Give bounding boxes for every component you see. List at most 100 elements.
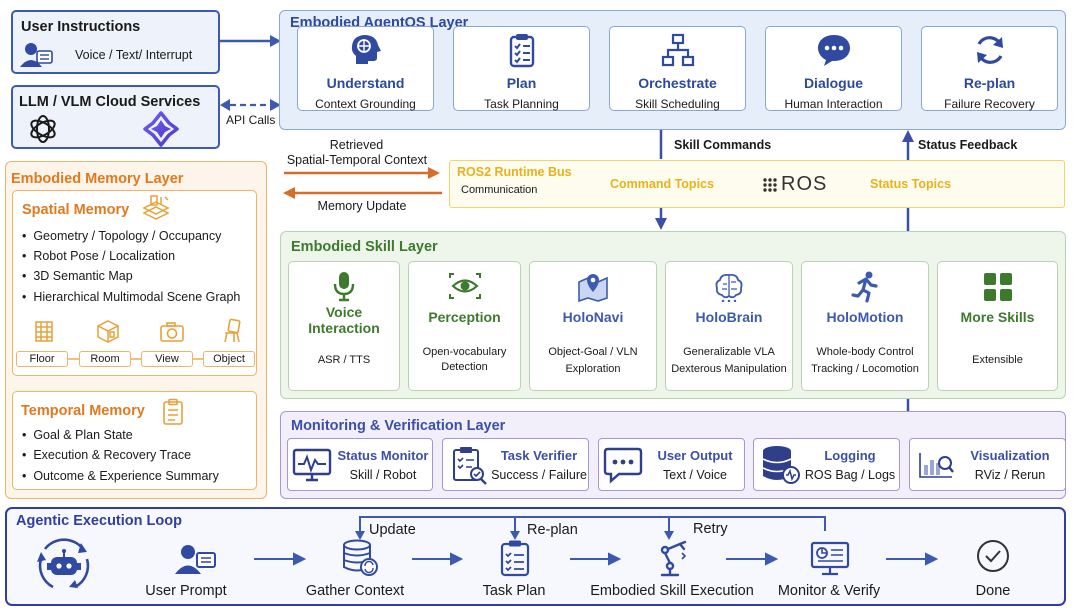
skill-card-sub-line2: Exploration [565,363,621,375]
user-instructions-box: User Instructions Voice / Text/ Interrup… [11,10,220,74]
monitor-pulse-icon [292,448,332,482]
update-label: Update [369,522,416,538]
user-card-icon [20,43,53,67]
monitor-card-visualization: Visualization RViz / Rerun [909,438,1066,491]
spatial-memory-title: Spatial Memory [22,202,130,218]
level-pill-view: View [141,351,193,367]
ros-title: ROS2 Runtime Bus [457,165,572,179]
loop-feedback-arrows [355,516,826,540]
chart-magnify-icon [919,453,954,478]
temporal-item: • Execution & Recovery Trace [22,448,192,462]
level-pill-object: Object [203,351,255,367]
skill-commands-label: Skill Commands [674,138,772,152]
api-calls-label: API Calls [226,113,276,127]
monitor-card-logging: Logging ROS Bag / Logs [753,438,900,491]
skill-card-sub: Whole-body Control [816,346,914,358]
loop-step-user-prompt: User Prompt [145,583,227,599]
eye-target-icon [448,273,481,299]
database-sync-icon [343,539,378,576]
skill-card-sub-line2: Dexterous Manipulation [671,363,787,375]
status-topics-label: Status Topics [870,177,952,191]
monitor-card-sub: Success / Failure [491,468,587,482]
ros-logo-text: ROS [781,173,828,195]
card-sub: Context Grounding [315,97,416,111]
level-pill-floor: Floor [16,351,68,367]
speech-bubble-icon [603,447,643,484]
card-title: Orchestrate [638,75,717,91]
card-title: Dialogue [803,75,864,91]
openai-logo-icon [30,115,56,143]
microphone-icon [333,272,355,302]
spatial-memory-box: Spatial Memory • Geometry / Topology / O… [12,190,257,376]
brain-circuit-icon [715,273,743,302]
card-title: Understand [326,75,405,91]
skill-card-title: HoloMotion [826,309,904,325]
card-sub: Skill Scheduling [635,97,720,111]
monitor-card-title: Task Verifier [500,448,578,463]
skill-card-title: HoloNavi [562,309,624,325]
skill-card-holomotion: HoloMotion Whole-body Control Tracking /… [801,261,929,391]
retrieved-label-line1: Retrieved [329,138,384,152]
level-connectors [68,358,203,360]
ros2-runtime-bus: ROS2 Runtime Bus Communication Command T… [449,160,1065,208]
user-prompt-icon [175,545,216,574]
command-topics-label: Command Topics [610,177,714,191]
status-feedback-label: Status Feedback [918,138,1018,152]
monitor-card-title: Visualization [970,448,1050,463]
robot-cycle-icon [37,538,90,589]
monitor-card-sub: RViz / Rerun [974,468,1046,482]
skill-card-sub: Generalizable VLA [683,346,775,358]
done-check-icon [977,540,1009,572]
skill-card-sub: ASR / TTS [317,354,371,366]
agentos-card-plan: Plan Task Planning [453,26,590,111]
llm-cloud-box: LLM / VLM Cloud Services [11,85,220,149]
monitor-card-user-output: User Output Text / Voice [598,438,745,491]
skill-card-sub: Object-Goal / VLN [548,346,638,358]
clipboard-checklist-icon [509,34,534,68]
memory-update-arrow [283,187,442,199]
ros-dots-icon [763,178,777,192]
spatial-item: • Robot Pose / Localization [22,249,176,263]
temporal-memory-title: Temporal Memory [21,403,145,419]
card-sub: Human Interaction [784,97,883,111]
skill-card-sub: Extensible [972,354,1023,366]
user-instructions-title: User Instructions [21,19,141,35]
monitor-title: Monitoring & Verification Layer [291,418,506,434]
card-title: Plan [506,75,537,91]
refresh-icon [976,36,1003,64]
skill-card-holobrain: HoloBrain Generalizable VLA Dexterous Ma… [665,261,793,391]
skill-title: Embodied Skill Layer [291,239,438,255]
skill-card-title: More Skills [960,309,1035,325]
skill-card-sub-line2: Detection [441,361,488,373]
hierarchy-icon [661,33,694,67]
monitor-card-verifier: Task Verifier Success / Failure [442,438,589,491]
agentos-card-understand: Understand Context Grounding [297,26,434,111]
skill-card-title: Perception [428,309,501,325]
loop-step-done: Done [975,583,1011,599]
loop-title: Agentic Execution Loop [16,513,182,529]
monitor-card-title: User Output [657,448,733,463]
card-sub: Task Planning [484,97,559,111]
loop-step-skill-execution: Embodied Skill Execution [590,583,754,599]
status-feedback-arrow [902,130,914,412]
skill-card-voice: Voice Interaction ASR / TTS [288,261,400,391]
retrieved-context-arrow [284,167,440,179]
skill-card-title-line2: Interaction [308,320,380,336]
room-box-icon [97,320,119,343]
running-figure-icon [851,271,878,303]
temporal-item: • Goal & Plan State [22,428,133,442]
llm-title: LLM / VLM Cloud Services [19,94,201,110]
agentic-execution-loop: Agentic Execution Loop [5,507,1066,606]
card-title: Re-plan [963,75,1016,91]
robot-arm-icon [660,540,687,577]
skill-commands-arrow [655,130,667,230]
chair-icon [224,318,241,343]
skill-card-perception: Perception Open-vocabulary Detection [408,261,521,391]
skill-card-holonavi: HoloNavi Object-Goal / VLN Exploration [529,261,657,391]
chat-bubble-icon [817,35,850,66]
agentos-card-replan: Re-plan Failure Recovery [921,26,1058,111]
waveform-logo-icon [81,113,115,145]
monitor-card-status: Status Monitor Skill / Robot [287,438,433,491]
user-to-agentos-arrow [220,35,281,47]
api-calls-arrow [220,99,281,111]
